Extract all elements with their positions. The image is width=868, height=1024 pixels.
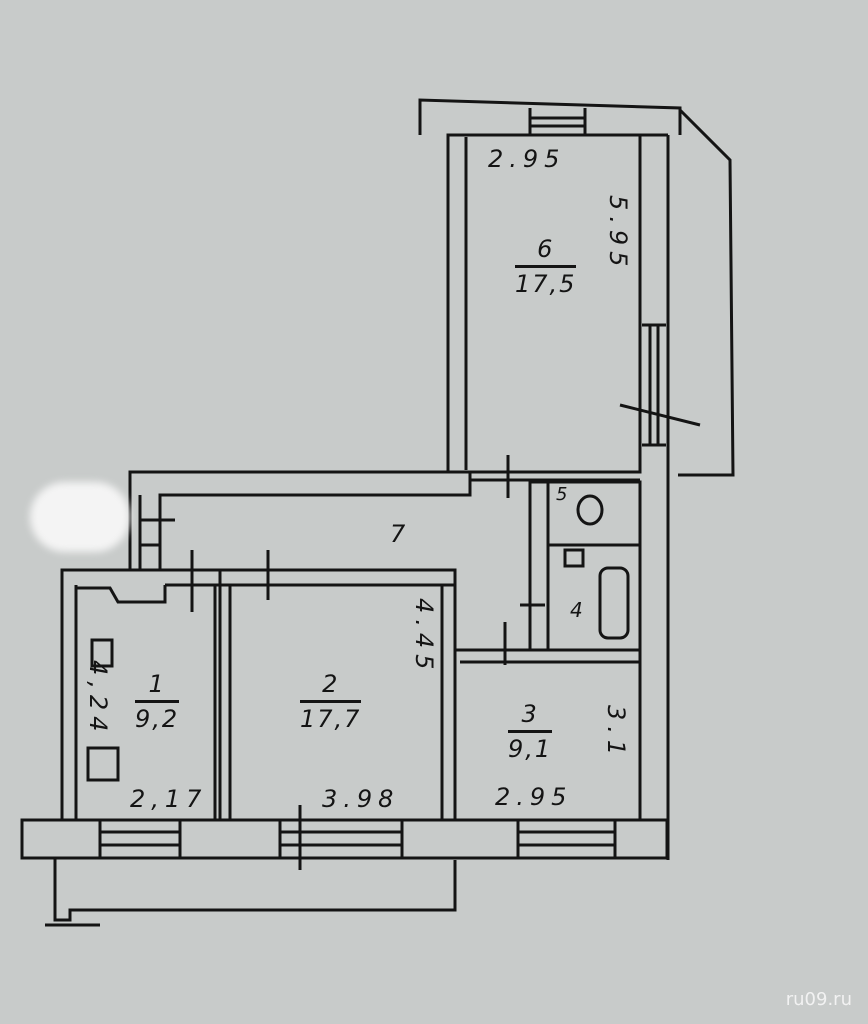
bathtub-icon (598, 566, 630, 640)
room-6-width: 2.95 (488, 145, 566, 173)
balcony-bottom (53, 858, 457, 922)
toilet-icon (576, 494, 604, 526)
room-7-label: 7 (390, 520, 412, 548)
room-1-width: 2,17 (130, 785, 208, 813)
room-5-label: 5 (556, 484, 574, 505)
outer-right-line (678, 108, 735, 477)
room-3-width: 2.95 (495, 783, 573, 811)
stove-icon (86, 746, 120, 782)
room-2-width: 3.98 (322, 785, 400, 813)
radiator-icon (90, 638, 114, 668)
window-1 (98, 820, 182, 858)
room-2-length: 4.45 (410, 598, 438, 676)
room-6-length: 5.95 (604, 195, 632, 273)
corridor-wall-top (128, 470, 470, 570)
room-3-length: 3.1 (602, 705, 630, 762)
sink-icon (563, 548, 585, 568)
room-6-walls (446, 133, 642, 474)
room-4-label: 4 (570, 598, 589, 622)
entrance-door (138, 495, 175, 570)
window-top (528, 108, 587, 135)
room-1-length: 4,24 (84, 660, 112, 738)
balcony-top (418, 98, 682, 135)
watermark: ru09.ru (785, 989, 852, 1010)
window-3 (516, 820, 617, 858)
blurred-mark (30, 482, 130, 552)
outer-wall-bottom (20, 818, 669, 860)
window-2 (278, 805, 404, 870)
window-right (619, 323, 701, 447)
